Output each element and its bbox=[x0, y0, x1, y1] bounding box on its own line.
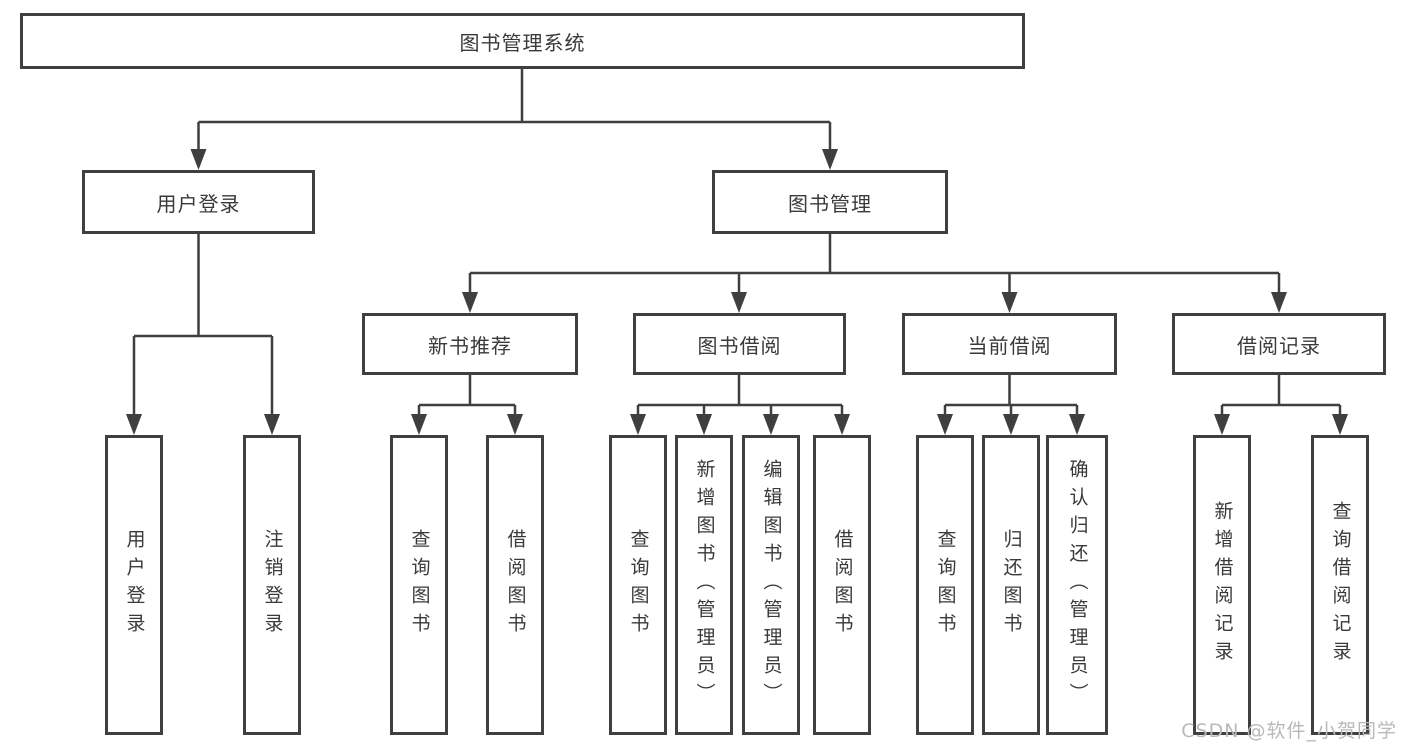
node-book-borrowing: 图书借阅 bbox=[633, 313, 846, 375]
leaf-label: 查询图书 bbox=[934, 529, 957, 641]
leaf-edit-book-admin: 编辑图书（管理员） bbox=[742, 435, 800, 735]
leaf-label: 借阅图书 bbox=[504, 529, 527, 641]
leaf-label: 编辑图书（管理员） bbox=[760, 459, 783, 711]
node-label: 当前借阅 bbox=[967, 333, 1052, 358]
leaf-label: 查询图书 bbox=[408, 529, 431, 641]
node-library-system: 图书管理系统 bbox=[20, 13, 1025, 69]
leaf-label: 查询图书 bbox=[627, 529, 650, 641]
leaf-label: 归还图书 bbox=[1000, 529, 1023, 641]
leaf-query-books-borrow: 查询图书 bbox=[609, 435, 667, 735]
node-label: 图书借阅 bbox=[697, 333, 782, 358]
leaf-label: 注销登录 bbox=[261, 529, 284, 641]
leaf-label: 用户登录 bbox=[123, 529, 146, 641]
watermark: CSDN @软件_小贺同学 bbox=[1181, 720, 1397, 742]
leaf-logout: 注销登录 bbox=[243, 435, 301, 735]
node-label: 借阅记录 bbox=[1237, 333, 1321, 358]
leaf-query-books-recommend: 查询图书 bbox=[390, 435, 448, 735]
leaf-label: 新增图书（管理员） bbox=[693, 459, 716, 711]
leaf-return-books: 归还图书 bbox=[982, 435, 1040, 735]
leaf-add-borrow-record: 新增借阅记录 bbox=[1193, 435, 1251, 735]
node-label: 图书管理 bbox=[788, 191, 872, 216]
node-current-borrowing: 当前借阅 bbox=[902, 313, 1117, 375]
leaf-query-borrow-record: 查询借阅记录 bbox=[1311, 435, 1369, 735]
leaf-label: 借阅图书 bbox=[831, 529, 854, 641]
leaf-label: 查询借阅记录 bbox=[1329, 501, 1352, 669]
leaf-user-login: 用户登录 bbox=[105, 435, 163, 735]
node-label: 新书推荐 bbox=[428, 333, 512, 358]
leaf-add-book-admin: 新增图书（管理员） bbox=[675, 435, 733, 735]
node-user-login: 用户登录 bbox=[82, 170, 315, 234]
leaf-borrow-books: 借阅图书 bbox=[813, 435, 871, 735]
node-label: 图书管理系统 bbox=[459, 30, 586, 55]
leaf-label: 新增借阅记录 bbox=[1211, 501, 1234, 669]
node-book-management: 图书管理 bbox=[712, 170, 948, 234]
leaf-confirm-return-admin: 确认归还（管理员） bbox=[1046, 435, 1108, 735]
leaf-label: 确认归还（管理员） bbox=[1066, 459, 1089, 711]
node-new-book-recommend: 新书推荐 bbox=[362, 313, 578, 375]
leaf-query-books-current: 查询图书 bbox=[916, 435, 974, 735]
node-label: 用户登录 bbox=[156, 191, 241, 216]
node-borrowing-records: 借阅记录 bbox=[1172, 313, 1386, 375]
leaf-borrow-books-recommend: 借阅图书 bbox=[486, 435, 544, 735]
